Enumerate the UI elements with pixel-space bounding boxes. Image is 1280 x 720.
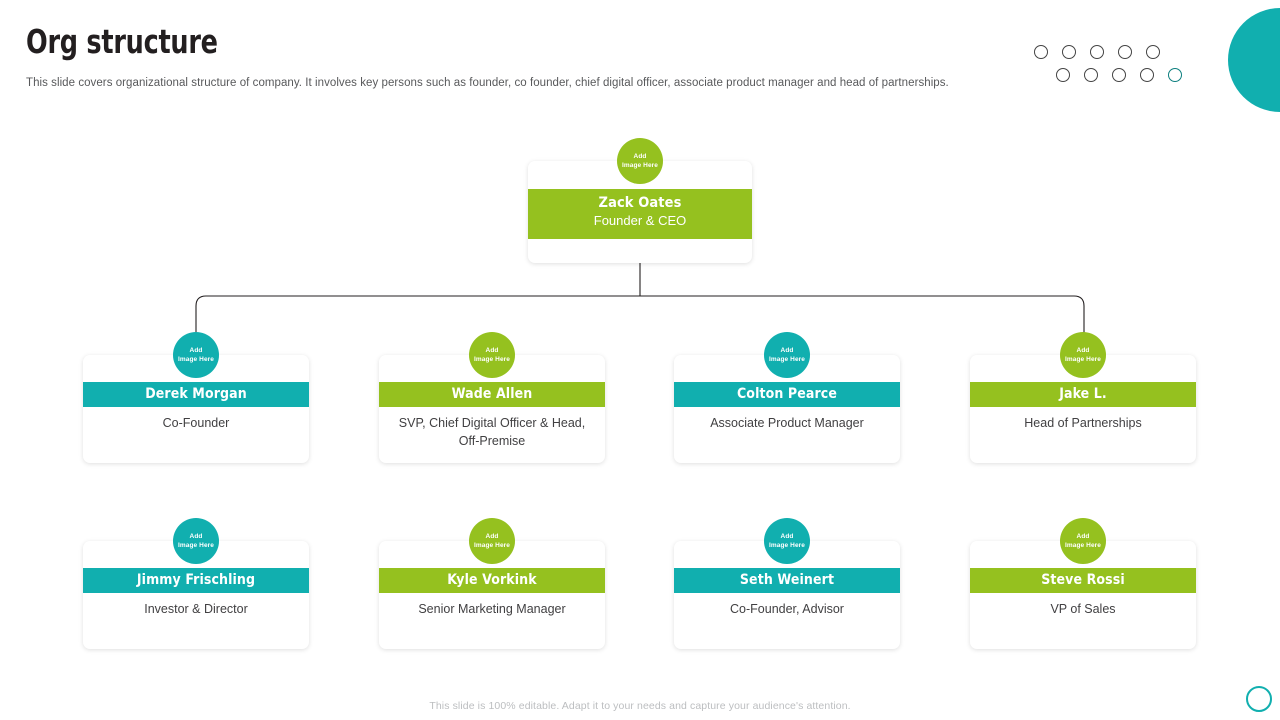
avatar-line-2: Image Here [473, 542, 511, 549]
page-subtitle: This slide covers organizational structu… [26, 77, 949, 90]
footer-note: This slide is 100% editable. Adapt it to… [429, 700, 851, 712]
person-name: Zack Oates [598, 195, 682, 211]
avatar-placeholder[interactable]: Add Image Here [173, 518, 219, 564]
person-name: Seth Weinert [674, 568, 900, 594]
avatar-placeholder[interactable]: Add Image Here [617, 138, 663, 184]
avatar-placeholder[interactable]: Add Image Here [1060, 332, 1106, 378]
person-role: Associate Product Manager [710, 416, 864, 431]
dot-row-bottom [1056, 68, 1182, 82]
avatar-placeholder[interactable]: Add Image Here [469, 332, 515, 378]
person-name: Steve Rossi [970, 568, 1196, 594]
person-role: Co-Founder, Advisor [730, 602, 844, 617]
avatar-placeholder[interactable]: Add Image Here [764, 518, 810, 564]
page-title: Org structure [26, 22, 218, 61]
avatar-line-2: Image Here [473, 356, 511, 363]
avatar-line-1: Add [780, 346, 794, 354]
person-name: Derek Morgan [83, 382, 309, 408]
root-name-band: Zack Oates Founder & CEO [528, 189, 752, 240]
large-teal-circle [1228, 8, 1280, 112]
person-name: Jake L. [970, 382, 1196, 408]
org-card[interactable]: Steve Rossi VP of Sales [970, 541, 1196, 650]
avatar-line-1: Add [633, 152, 647, 160]
person-role: Founder & CEO [593, 213, 687, 229]
avatar-line-1: Add [485, 532, 499, 540]
person-name: Colton Pearce [674, 382, 900, 408]
avatar-line-2: Image Here [1064, 356, 1102, 363]
avatar-line-2: Image Here [1064, 542, 1102, 549]
deco-dot [1084, 68, 1098, 82]
slide-header: Org structure This slide covers organiza… [26, 22, 1066, 92]
person-role: Co-Founder [162, 416, 230, 431]
avatar-line-1: Add [189, 532, 203, 540]
avatar-line-1: Add [1076, 532, 1090, 540]
avatar-line-2: Image Here [621, 162, 659, 169]
avatar-line-2: Image Here [177, 542, 215, 549]
org-chart: Add Image Here Zack Oates Founder & CEO … [0, 130, 1280, 680]
deco-dot [1168, 68, 1182, 82]
deco-dot [1140, 68, 1154, 82]
person-name: Wade Allen [379, 382, 605, 408]
person-role: VP of Sales [1050, 602, 1116, 617]
person-name: Jimmy Frischling [83, 568, 309, 594]
avatar-placeholder[interactable]: Add Image Here [173, 332, 219, 378]
avatar-line-1: Add [1076, 346, 1090, 354]
avatar-line-1: Add [485, 346, 499, 354]
deco-dot [1118, 45, 1132, 59]
person-role: Investor & Director [144, 602, 248, 617]
avatar-line-1: Add [780, 532, 794, 540]
avatar-placeholder[interactable]: Add Image Here [1060, 518, 1106, 564]
avatar-line-1: Add [189, 346, 203, 354]
deco-dot [1090, 45, 1104, 59]
person-role: Senior Marketing Manager [418, 602, 566, 617]
avatar-line-2: Image Here [768, 542, 806, 549]
avatar-placeholder[interactable]: Add Image Here [469, 518, 515, 564]
deco-dot [1146, 45, 1160, 59]
card-bottom-spacer [528, 239, 752, 263]
deco-dot [1112, 68, 1126, 82]
avatar-placeholder[interactable]: Add Image Here [764, 332, 810, 378]
bottom-right-circle [1246, 686, 1272, 712]
person-name: Kyle Vorkink [379, 568, 605, 594]
avatar-line-2: Image Here [768, 356, 806, 363]
person-role: SVP, Chief Digital Officer & Head, Off-P… [398, 416, 586, 449]
avatar-line-2: Image Here [177, 356, 215, 363]
person-role: Head of Partnerships [1024, 416, 1142, 431]
